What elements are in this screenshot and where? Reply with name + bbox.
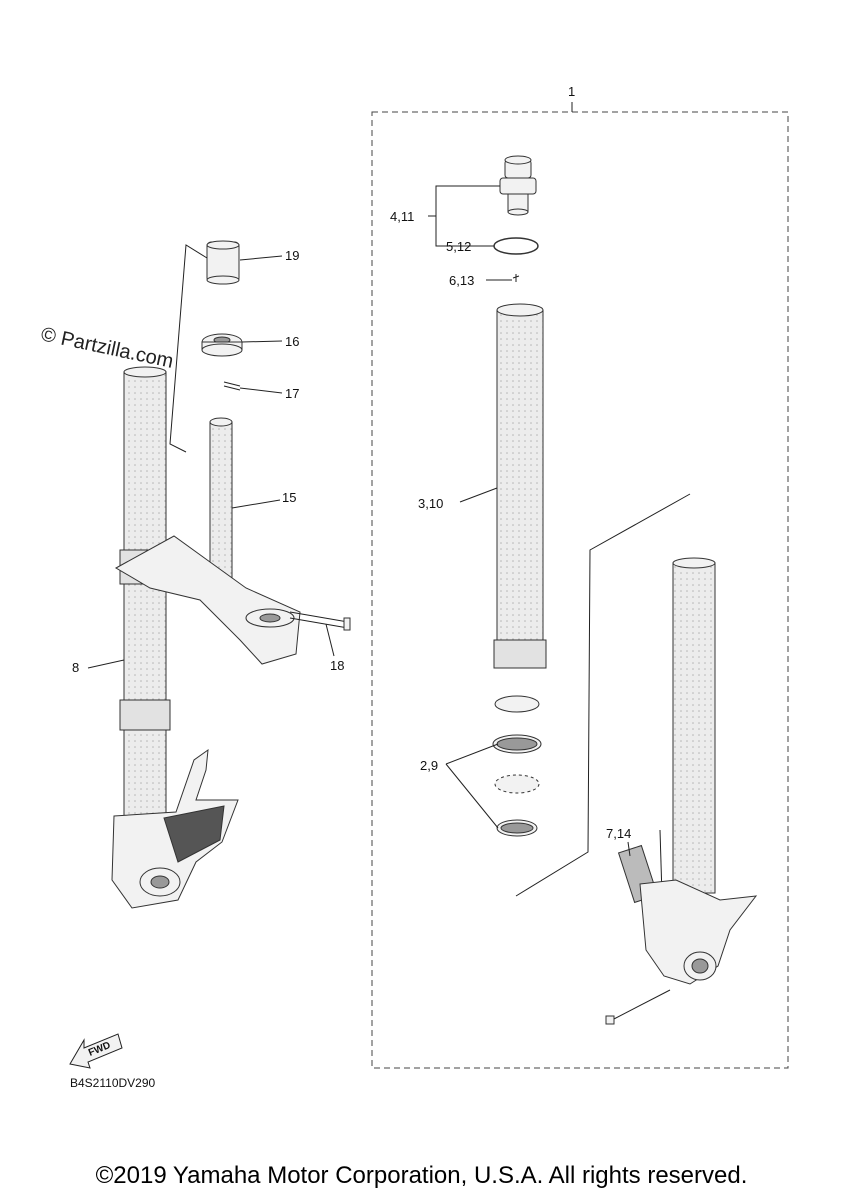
label-18: 18	[330, 658, 344, 673]
label-16: 16	[285, 334, 299, 349]
part-17-bolt	[223, 381, 241, 391]
axle-bracket	[111, 748, 239, 909]
part-15-handlebar-tube	[209, 417, 233, 583]
label-5-12: 5,12	[446, 239, 471, 254]
part-16-ring-nut	[201, 333, 243, 357]
label-1: 1	[568, 84, 575, 99]
label-17: 17	[285, 386, 299, 401]
part-18-bolt	[289, 611, 351, 631]
part-19-cap	[206, 240, 240, 285]
part-8-outer-tube	[119, 366, 171, 833]
label-19: 19	[285, 248, 299, 263]
part-2-9-bushings	[492, 695, 542, 837]
label-15: 15	[282, 490, 296, 505]
label-6-13: 6,13	[449, 273, 474, 288]
leader-lines	[87, 185, 631, 857]
diagram-code: B4S2110DV290	[70, 1076, 156, 1090]
part-4-11-cap-bolt	[499, 155, 537, 216]
kit-box	[371, 111, 789, 1069]
fwd-arrow-icon: FWD	[69, 1033, 123, 1069]
label-4-11: 4,11	[390, 209, 414, 224]
bracket	[114, 535, 301, 665]
right-fork-kit	[492, 155, 758, 1025]
part-5-12-o-ring	[493, 237, 539, 255]
label-7-14: 7,14	[606, 826, 631, 841]
part-6-13-clip	[512, 274, 520, 282]
copyright-notice: ©2019 Yamaha Motor Corporation, U.S.A. A…	[95, 1162, 748, 1189]
part-outer-tube-right	[672, 557, 716, 894]
label-8: 8	[72, 660, 79, 675]
left-fork-assembly	[111, 240, 351, 909]
part-3-10-inner-tube	[493, 303, 547, 669]
watermark: © Partzilla.com	[39, 323, 175, 373]
axle-bracket-right	[605, 879, 758, 1025]
label-3-10: 3,10	[418, 496, 443, 511]
label-2-9: 2,9	[420, 758, 438, 773]
separator-line	[515, 493, 691, 897]
